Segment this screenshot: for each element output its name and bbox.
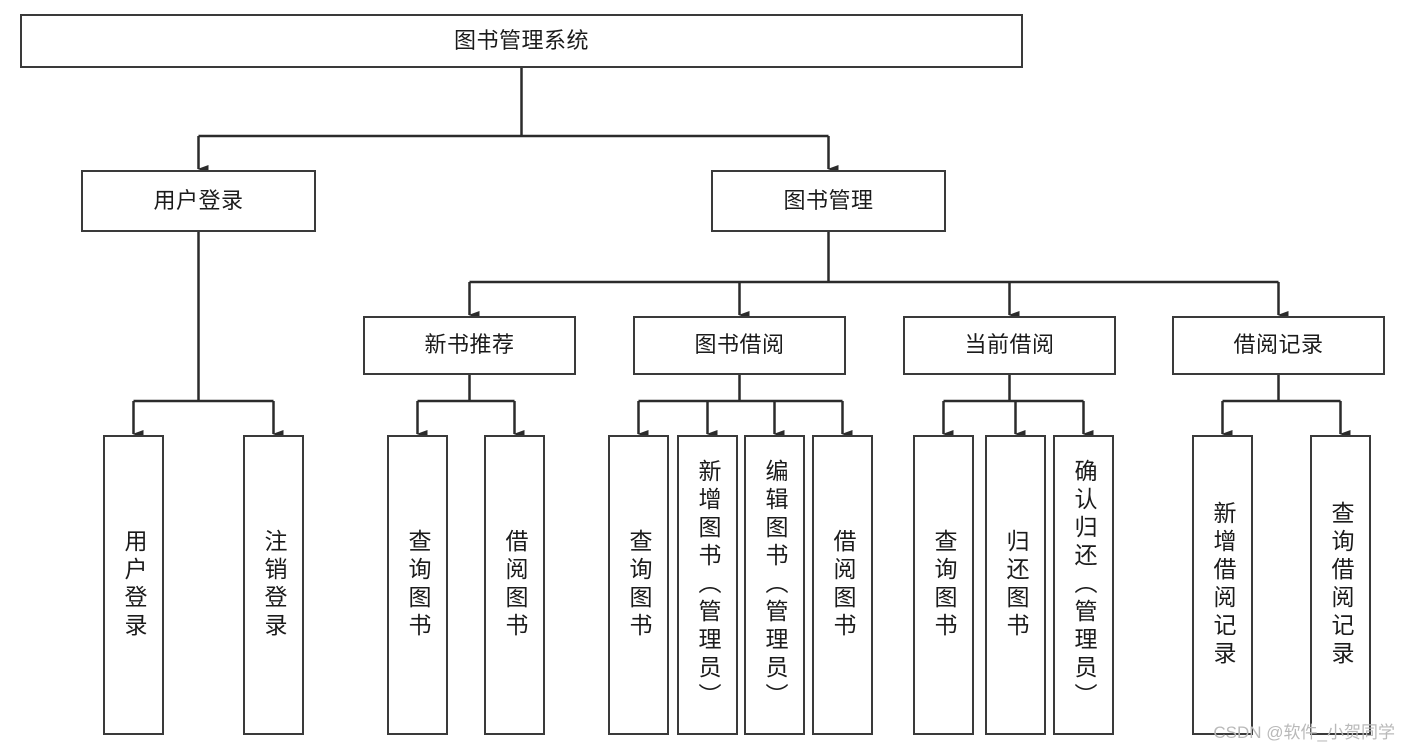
- node-label: 图书借阅: [694, 332, 785, 358]
- node-leaf-query-book-3[interactable]: 查询图书: [913, 435, 974, 735]
- node-leaf-borrow-book-1[interactable]: 借阅图书: [484, 435, 545, 735]
- node-user-login[interactable]: 用户登录: [81, 170, 316, 232]
- node-label: 查询图书: [931, 529, 957, 641]
- node-label: 归还图书: [1003, 529, 1029, 641]
- node-label: 编辑图书（管理员）: [762, 459, 788, 711]
- node-label: 借阅图书: [502, 529, 528, 641]
- node-label: 图书管理: [783, 187, 874, 213]
- node-label: 新增图书（管理员）: [695, 459, 721, 711]
- node-label: 用户登录: [121, 529, 147, 641]
- node-root[interactable]: 图书管理系统: [20, 14, 1023, 68]
- node-label: 新增借阅记录: [1210, 501, 1236, 669]
- node-new-book-rec[interactable]: 新书推荐: [363, 316, 576, 375]
- node-book-manage[interactable]: 图书管理: [711, 170, 946, 232]
- node-label: 图书管理系统: [453, 27, 589, 53]
- node-leaf-query-book-1[interactable]: 查询图书: [387, 435, 448, 735]
- node-label: 借阅图书: [830, 529, 856, 641]
- node-label: 查询图书: [405, 529, 431, 641]
- node-leaf-confirm-ret[interactable]: 确认归还（管理员）: [1053, 435, 1114, 735]
- csdn-watermark: CSDN @软件_小贺同学: [1213, 723, 1395, 742]
- node-leaf-borrow-book-2[interactable]: 借阅图书: [812, 435, 873, 735]
- node-leaf-logout[interactable]: 注销登录: [243, 435, 304, 735]
- node-leaf-edit-book[interactable]: 编辑图书（管理员）: [744, 435, 805, 735]
- node-leaf-query-book-2[interactable]: 查询图书: [608, 435, 669, 735]
- node-label: 查询借阅记录: [1328, 501, 1354, 669]
- node-leaf-add-rec[interactable]: 新增借阅记录: [1192, 435, 1253, 735]
- node-leaf-query-rec[interactable]: 查询借阅记录: [1310, 435, 1371, 735]
- node-label: 用户登录: [153, 187, 244, 213]
- node-borrow-rec[interactable]: 借阅记录: [1172, 316, 1385, 375]
- node-label: 确认归还（管理员）: [1071, 459, 1097, 711]
- node-label: 注销登录: [261, 529, 287, 641]
- node-leaf-user-login[interactable]: 用户登录: [103, 435, 164, 735]
- node-leaf-return-book[interactable]: 归还图书: [985, 435, 1046, 735]
- node-label: 查询图书: [626, 529, 652, 641]
- node-cur-borrow[interactable]: 当前借阅: [903, 316, 1116, 375]
- node-leaf-add-book[interactable]: 新增图书（管理员）: [677, 435, 738, 735]
- node-label: 新书推荐: [424, 332, 515, 358]
- node-label: 借阅记录: [1233, 332, 1324, 358]
- node-book-borrow[interactable]: 图书借阅: [633, 316, 846, 375]
- node-label: 当前借阅: [964, 332, 1055, 358]
